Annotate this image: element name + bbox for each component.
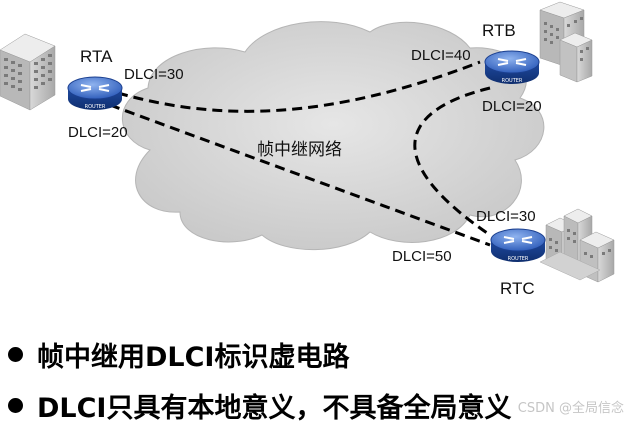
dlci-label-rtc-rtb: DLCI=30: [476, 208, 536, 225]
circuit-rta-rtc: [109, 103, 491, 247]
building-icon: [539, 1, 593, 83]
router-rtc: ROUTER: [490, 228, 546, 262]
bullet-item: 帧中继用DLCI标识虚电路: [8, 334, 349, 374]
router-rtb: ROUTER: [484, 50, 540, 84]
bullet-dot-icon: [8, 346, 23, 362]
dlci-label-rtc-rta: DLCI=50: [392, 248, 452, 265]
router-icon: ROUTER: [490, 228, 546, 262]
router-icon: ROUTER: [67, 76, 123, 110]
dlci-label-rtb-rta: DLCI=40: [411, 47, 471, 64]
cloud-icon: [121, 21, 545, 251]
router-badge: ROUTER: [502, 78, 523, 84]
watermark: CSDN @全局信念: [517, 401, 624, 416]
router-name-rtb: RTB: [482, 21, 516, 40]
router-name-rta: RTA: [80, 47, 113, 66]
router-name-rtc: RTC: [500, 279, 535, 298]
building-icon: [0, 33, 56, 111]
circuit-rta-rtb: [117, 60, 481, 113]
router-badge: ROUTER: [508, 256, 529, 262]
dlci-label-rtb-rtc: DLCI=20: [482, 98, 542, 115]
cloud-label: 帧中继网络: [257, 140, 342, 160]
bullet-text: 帧中继用DLCI标识虚电路: [37, 341, 350, 373]
circuit-rtb-rtc: [413, 86, 491, 237]
dlci-label-rta-rtc: DLCI=20: [68, 124, 128, 141]
router-icon: ROUTER: [484, 50, 540, 84]
router-rta: ROUTER: [67, 76, 123, 110]
dlci-label-rta-rtb: DLCI=30: [124, 66, 184, 83]
virtual-circuits: [109, 60, 491, 247]
bullet-dot-icon: [8, 397, 23, 413]
building-icon: [539, 208, 615, 283]
router-badge: ROUTER: [85, 104, 106, 110]
bullet-text: DLCI只具有本地意义，不具备全局意义: [37, 392, 512, 424]
bullet-item: DLCI只具有本地意义，不具备全局意义: [8, 385, 511, 425]
